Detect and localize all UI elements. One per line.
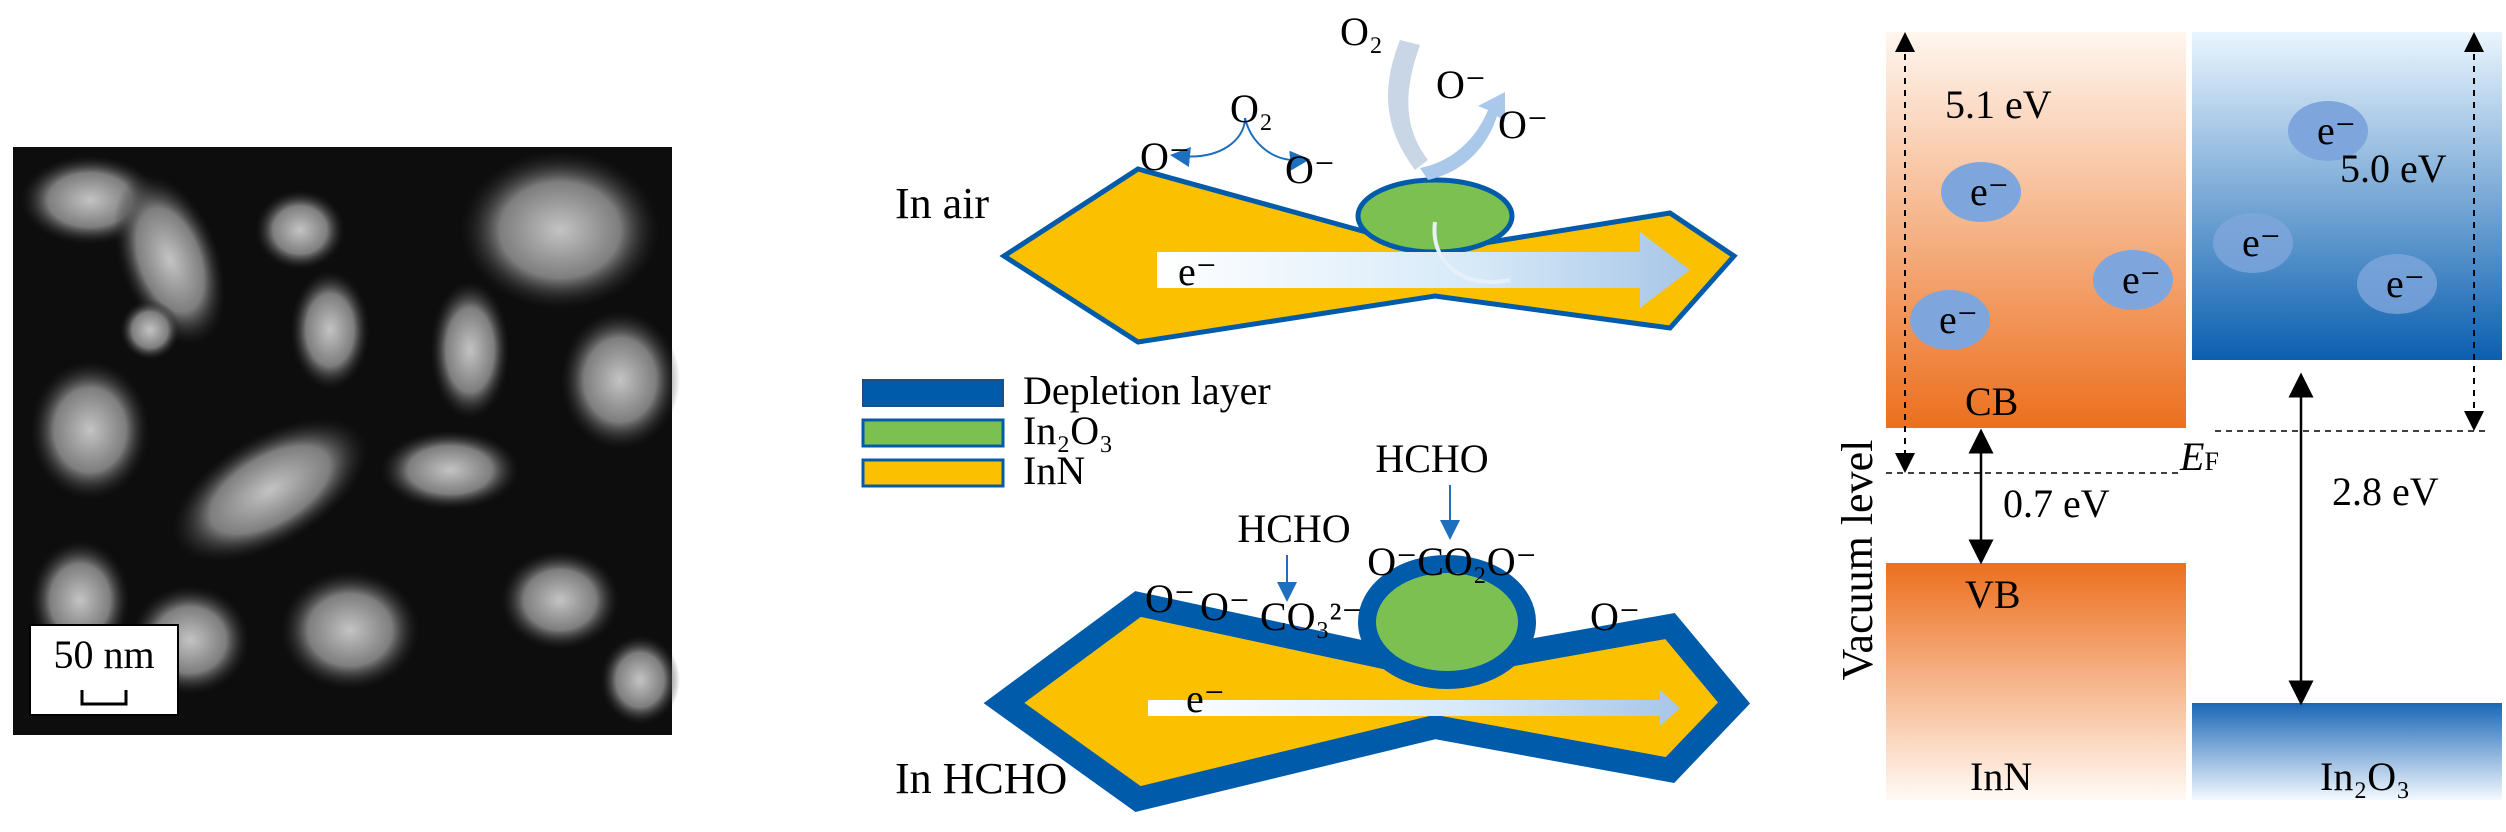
- fermi-subscript: F: [2204, 447, 2218, 476]
- legend-swatch-depletion: [862, 379, 1004, 407]
- legend-label: InN: [1023, 448, 1085, 493]
- electron-bubble: [1941, 162, 2021, 222]
- band-diagram: e⁻ e⁻ e⁻ e⁻ e⁻ e⁻ Vacuum level 5.1 eV 5.…: [1833, 31, 2502, 800]
- vb-label: VB: [1965, 572, 2021, 617]
- o-minus-label: O⁻: [1140, 134, 1190, 179]
- in-hcho-label: In HCHO: [895, 754, 1067, 803]
- electron-flow-arrow: [1148, 690, 1680, 726]
- inn-label: InN: [1970, 754, 2032, 799]
- scale-bar-box: [29, 624, 179, 716]
- electron-bubble: [1910, 290, 1990, 350]
- fermi-level-label: EF: [2179, 434, 2219, 479]
- in2o3-conduction-band: [2192, 32, 2502, 360]
- in2o3-work-function-label: 5.0 eV: [2340, 146, 2447, 191]
- o2-adsorption-arrow: [1388, 40, 1428, 170]
- in-hcho-schematic: In HCHO HCHO HCHO O⁻ O⁻ CO₃²⁻ O⁻CO₂O⁻ O⁻…: [895, 436, 1751, 812]
- electron-transfer-arrow: [1432, 221, 1511, 284]
- co2-group-label: O⁻CO₂O⁻: [1367, 539, 1537, 584]
- o-minus-label: O⁻: [1200, 584, 1250, 629]
- electron-label: e⁻: [2386, 261, 2425, 306]
- hcho-label: HCHO: [1237, 506, 1350, 551]
- sem-image: 50 nm: [13, 147, 680, 735]
- scale-bar-label: 50 nm: [53, 632, 154, 677]
- electron-bubble: [2213, 213, 2293, 273]
- hcho-label: HCHO: [1375, 436, 1488, 481]
- inn-gap-label: 0.7 eV: [2003, 481, 2110, 526]
- scale-bar: [80, 690, 128, 706]
- electron-label: e⁻: [1186, 676, 1225, 721]
- o2-split-arrow-right: [1244, 117, 1310, 171]
- electron-label: e⁻: [1178, 249, 1217, 294]
- legend-label: In₂O₃: [1023, 408, 1113, 453]
- electron-bubble: [2357, 254, 2437, 314]
- o-minus-label: O⁻: [1436, 62, 1486, 107]
- legend-swatch-inn: [861, 458, 1005, 488]
- cb-label: CB: [1965, 379, 2018, 424]
- inn-conduction-band: [1886, 32, 2186, 428]
- o-minus-label: O⁻: [1145, 576, 1195, 621]
- legend-label: Depletion layer: [1023, 368, 1271, 413]
- o-minus-label: O⁻: [1285, 147, 1335, 192]
- in2o3-label: In₂O₃: [2320, 754, 2410, 799]
- in-air-label: In air: [895, 179, 989, 228]
- electron-bubble: [2288, 101, 2368, 161]
- o-minus-label: O⁻: [1590, 594, 1640, 639]
- in2o3-valence-band: [2192, 703, 2502, 800]
- o-minus-label: O⁻: [1498, 102, 1548, 147]
- legend: Depletion layer In₂O₃ InN: [861, 368, 1271, 493]
- o2-label: O₂: [1230, 86, 1273, 131]
- in-air-schematic: In air O₂ O⁻ O⁻ O₂ O⁻ O⁻ e⁻: [895, 9, 1738, 345]
- vacuum-level-axis-label: Vacuum level: [1833, 440, 1882, 681]
- fermi-e: E: [2179, 434, 2204, 479]
- inn-work-function-label: 5.1 eV: [1945, 82, 2052, 127]
- electron-label: e⁻: [2317, 108, 2356, 153]
- electron-label: e⁻: [1970, 169, 2009, 214]
- o2-split-arrow-left: [1170, 117, 1246, 167]
- o2-label: O₂: [1340, 9, 1383, 54]
- electron-label: e⁻: [2242, 220, 2281, 265]
- inn-valence-band: [1886, 563, 2186, 800]
- in2o3-particle: [1358, 555, 1536, 689]
- electron-label: e⁻: [2122, 257, 2161, 302]
- electron-bubble: [2093, 250, 2173, 310]
- legend-swatch-in2o3: [861, 418, 1005, 448]
- co3-label: CO₃²⁻: [1260, 594, 1363, 639]
- o-minus-release-arrow: [1420, 92, 1505, 180]
- electron-label: e⁻: [1939, 297, 1978, 342]
- in2o3-gap-label: 2.8 eV: [2332, 469, 2439, 514]
- electron-flow-arrow: [1157, 232, 1690, 308]
